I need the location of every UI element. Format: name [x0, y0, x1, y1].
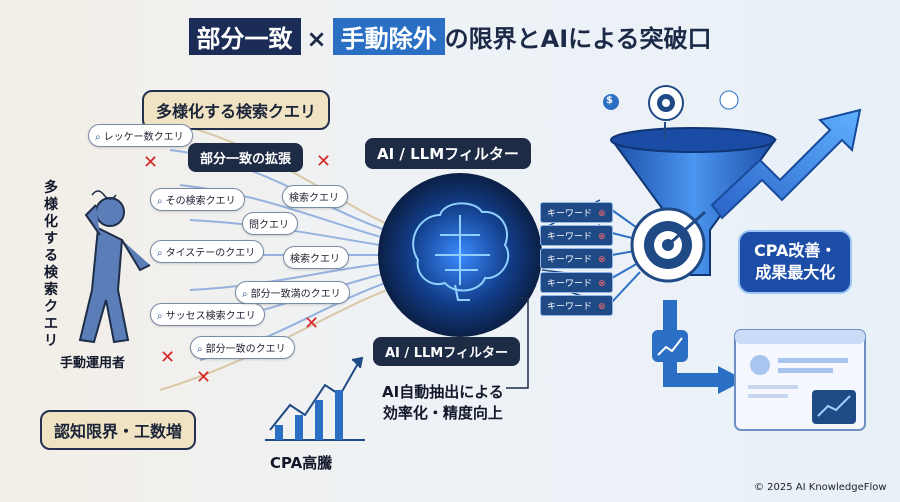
- keyword-chip: キーワード⊗: [540, 225, 613, 246]
- remove-icon: ⊗: [598, 302, 606, 312]
- small-query-pill: 検索クエリ: [282, 185, 348, 208]
- title-part1: 部分一致: [188, 18, 301, 55]
- remove-icon: ⊗: [598, 255, 606, 265]
- dollar-icon: $: [606, 95, 613, 106]
- copyright-footer: © 2025 AI KnowledgeFlow: [754, 482, 887, 493]
- brain-icon: [412, 202, 510, 301]
- title-rest: の限界とAIによる突破口: [444, 25, 712, 53]
- auto-extract-label: AI自動抽出による 効率化・精度向上: [382, 383, 504, 422]
- magnifier-icon: ⌕: [157, 196, 163, 207]
- cpa-high-bars: [275, 390, 343, 440]
- remove-icon: ⊗: [598, 279, 606, 289]
- cpa-improve-box: CPA改善・ 成果最大化: [738, 230, 853, 294]
- magnifier-icon: ⌕: [242, 289, 248, 300]
- reject-x-icon: ✕: [304, 313, 320, 334]
- down-arrow: [663, 300, 720, 387]
- query-pill: ⌕部分一致満のクエリ: [235, 281, 350, 304]
- query-pill: ⌕その検索クエリ: [150, 188, 245, 211]
- vertical-diverse-label: 多様化する検索クエリ: [44, 180, 58, 349]
- remove-icon: ⊗: [598, 209, 606, 219]
- keyword-chip: キーワード⊗: [540, 248, 613, 269]
- title-times: ×: [306, 25, 327, 53]
- small-query-pill: 検索クエリ: [283, 246, 349, 269]
- ai-filter-top-label: AI / LLMフィルター: [365, 138, 531, 169]
- partial-match-expansion-label: 部分一致の拡張: [188, 143, 304, 172]
- operator-figure: [78, 197, 151, 344]
- page-title: 部分一致×手動除外の限界とAIによる突破口: [0, 18, 900, 55]
- keyword-chip: キーワード⊗: [540, 295, 613, 316]
- reject-x-icon: ✕: [143, 152, 159, 173]
- keyword-chip: キーワード⊗: [540, 202, 613, 223]
- reject-x-icon: ✕: [196, 367, 212, 388]
- small-query-pill: 問クエリ: [242, 212, 298, 235]
- magnifier-icon: ⌕: [95, 132, 101, 143]
- magnifier-icon: ⌕: [157, 311, 163, 322]
- remove-icon: ⊗: [598, 232, 606, 242]
- operator-label: 手動運用者: [60, 356, 126, 371]
- growth-arrow: [710, 108, 862, 220]
- magnifier-icon: ⌕: [157, 248, 163, 259]
- query-pill: ⌕サッセス検索クエリ: [150, 303, 265, 326]
- keyword-chip: キーワード⊗: [540, 272, 613, 293]
- query-pill: ⌕タイステーのクエリ: [150, 240, 265, 263]
- query-pill: ⌕部分一致のクエリ: [190, 336, 295, 359]
- cpa-high-label: CPA高騰: [270, 454, 333, 472]
- ai-filter-bottom-label: AI / LLMフィルター: [373, 337, 520, 366]
- title-part2: 手動除外: [332, 18, 445, 55]
- diverse-queries-box: 多様化する検索クエリ: [142, 90, 331, 130]
- chart-badge-icon: [652, 330, 688, 362]
- extract-pointer: [506, 297, 529, 389]
- reject-x-icon: ✕: [316, 151, 332, 172]
- reject-x-icon: ✕: [160, 347, 176, 368]
- cognitive-limit-box: 認知限界・工数増: [40, 410, 197, 450]
- magnifier-icon: ⌕: [197, 344, 203, 355]
- query-pill: ⌕レッケー数クエリ: [88, 124, 193, 147]
